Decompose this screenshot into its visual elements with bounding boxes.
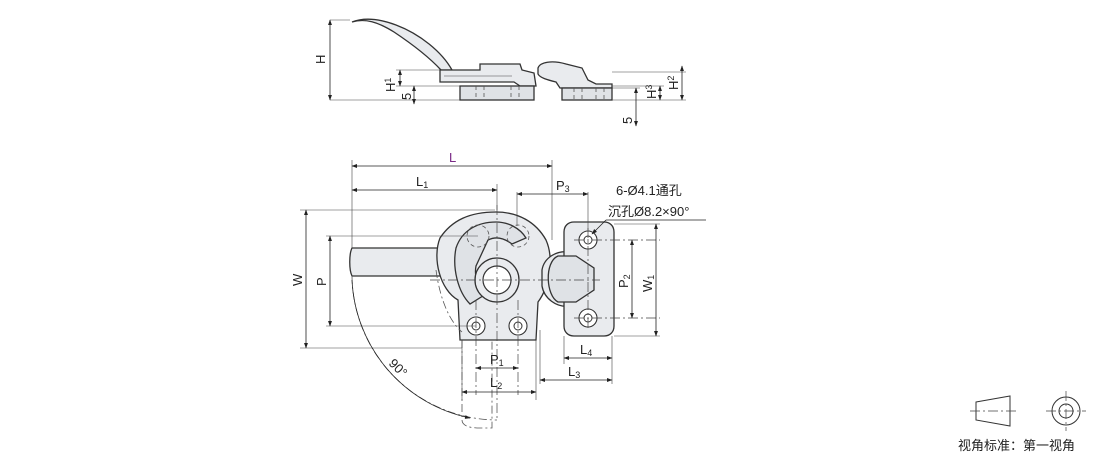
label-L2: L2: [490, 375, 502, 391]
label-angle: 90°: [386, 356, 411, 381]
label-L3: L3: [568, 364, 580, 380]
side-view: H H1 5 H3 H2 5: [313, 18, 686, 127]
label-H: H: [313, 55, 328, 64]
label-W: W: [290, 273, 305, 286]
hole-note-line1: 6-Ø4.1通孔: [616, 183, 682, 198]
truncated-cone-icon: [975, 395, 1011, 427]
hole-note-line2: 沉孔Ø8.2×90°: [608, 204, 689, 219]
side-base-left: [459, 85, 535, 101]
top-cam: [454, 221, 527, 305]
top-catch-tongue: [547, 255, 595, 303]
label-P3: P3: [556, 178, 570, 194]
label-H1: H1: [383, 78, 398, 92]
label-L4: L4: [580, 342, 592, 358]
side-catch: [537, 61, 613, 89]
label-L1: L1: [416, 174, 428, 190]
label-5-left: 5: [399, 93, 414, 100]
label-H2: H2: [666, 76, 681, 90]
side-base-right: [561, 87, 613, 101]
top-view: L L1 P3 6-Ø4.1通孔 沉孔Ø8.2×90° W P P2 W1: [290, 150, 706, 429]
label-W1: W1: [640, 275, 656, 292]
label-5-right: 5: [620, 117, 635, 124]
label-P1: P1: [490, 352, 504, 368]
label-P2: P2: [616, 274, 632, 288]
top-handle: [349, 247, 449, 277]
label-H3: H3: [644, 85, 659, 99]
projection-symbol: 视角标准：第一视角: [958, 391, 1086, 454]
projection-label: 视角标准：第一视角: [958, 439, 1075, 454]
label-L: L: [449, 150, 456, 165]
side-body: [439, 63, 537, 87]
side-handle: [351, 18, 454, 71]
label-P: P: [314, 277, 329, 286]
